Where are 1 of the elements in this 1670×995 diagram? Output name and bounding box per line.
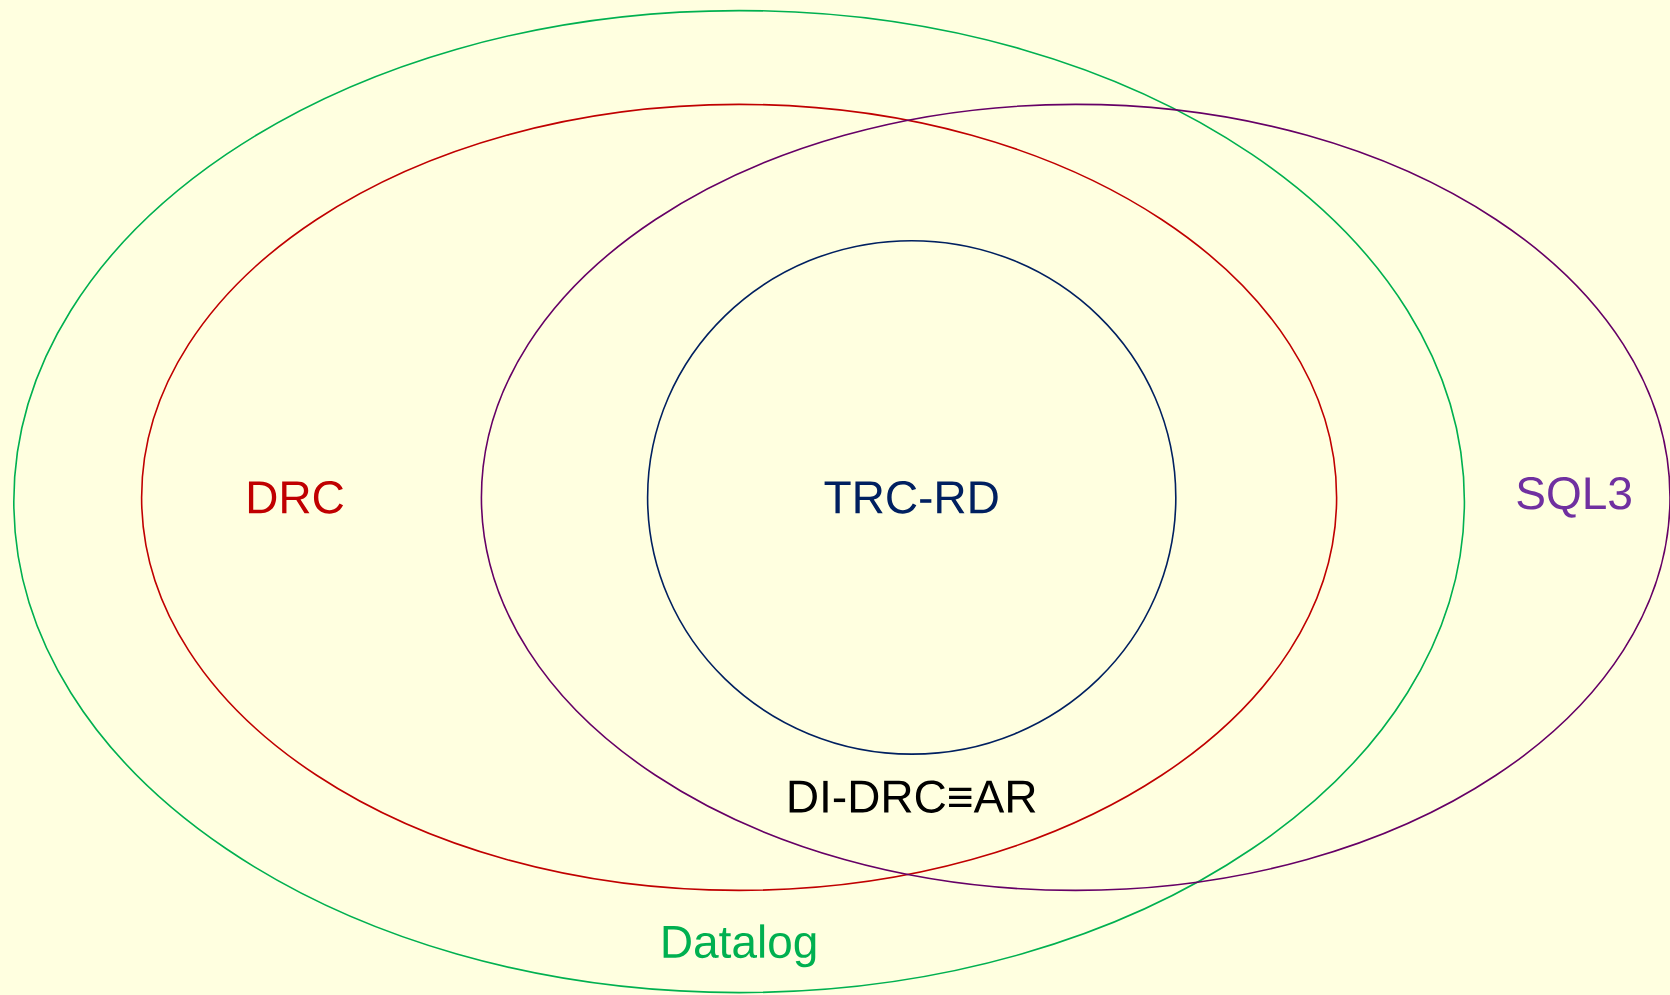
region-label: DI-DRC≡AR: [789, 780, 1036, 813]
